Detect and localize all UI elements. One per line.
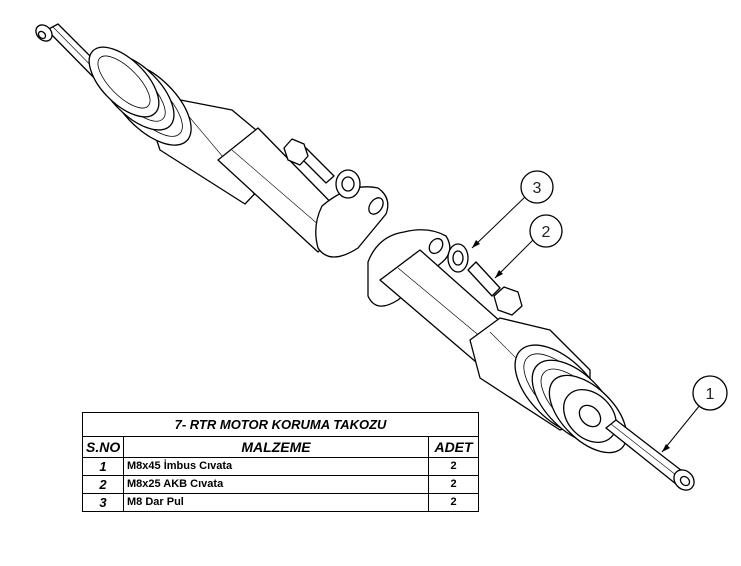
- bom-header-row: S.NO MALZEME ADET: [82, 436, 480, 458]
- row-qty: 2: [427, 493, 480, 512]
- lower-hex-bolt-head: [493, 286, 523, 316]
- lower-assembly: [367, 229, 695, 491]
- balloon-1-label: 1: [706, 386, 715, 403]
- row-no: 1: [82, 457, 124, 476]
- row-qty: 2: [427, 457, 480, 476]
- bom-title-row: 7- RTR MOTOR KORUMA TAKOZU: [81, 412, 480, 437]
- lower-hex-bolt-shaft: [467, 261, 501, 297]
- row-name: M8x45 İmbus Cıvata: [123, 457, 429, 476]
- bill-of-materials: 7- RTR MOTOR KORUMA TAKOZU S.NO MALZEME …: [81, 412, 480, 512]
- col-header-name: MALZEME: [123, 436, 429, 458]
- leader-1: [661, 404, 701, 453]
- row-no: 2: [82, 475, 124, 494]
- col-header-no: S.NO: [82, 436, 124, 458]
- row-no: 3: [82, 493, 124, 512]
- upper-hex-bolt-head: [283, 138, 309, 166]
- upper-assembly: [35, 23, 389, 258]
- balloon-2-label: 2: [542, 224, 551, 241]
- leader-2: [494, 239, 534, 279]
- balloon-1-circle: [692, 375, 728, 411]
- table-row: 1 M8x45 İmbus Cıvata 2: [82, 457, 480, 476]
- row-name: M8 Dar Pul: [123, 493, 429, 512]
- row-name: M8x25 AKB Cıvata: [123, 475, 429, 494]
- table-row: 3 M8 Dar Pul 2: [82, 493, 480, 512]
- table-row: 2 M8x25 AKB Cıvata 2: [82, 475, 480, 494]
- col-header-qty: ADET: [427, 436, 480, 458]
- balloons: [471, 170, 728, 453]
- balloon-2-circle: [529, 214, 563, 248]
- leader-3: [471, 196, 526, 249]
- bom-title: 7- RTR MOTOR KORUMA TAKOZU: [81, 412, 480, 437]
- row-qty: 2: [427, 475, 480, 494]
- balloon-3-label: 3: [533, 180, 542, 197]
- balloon-3-circle: [520, 170, 554, 204]
